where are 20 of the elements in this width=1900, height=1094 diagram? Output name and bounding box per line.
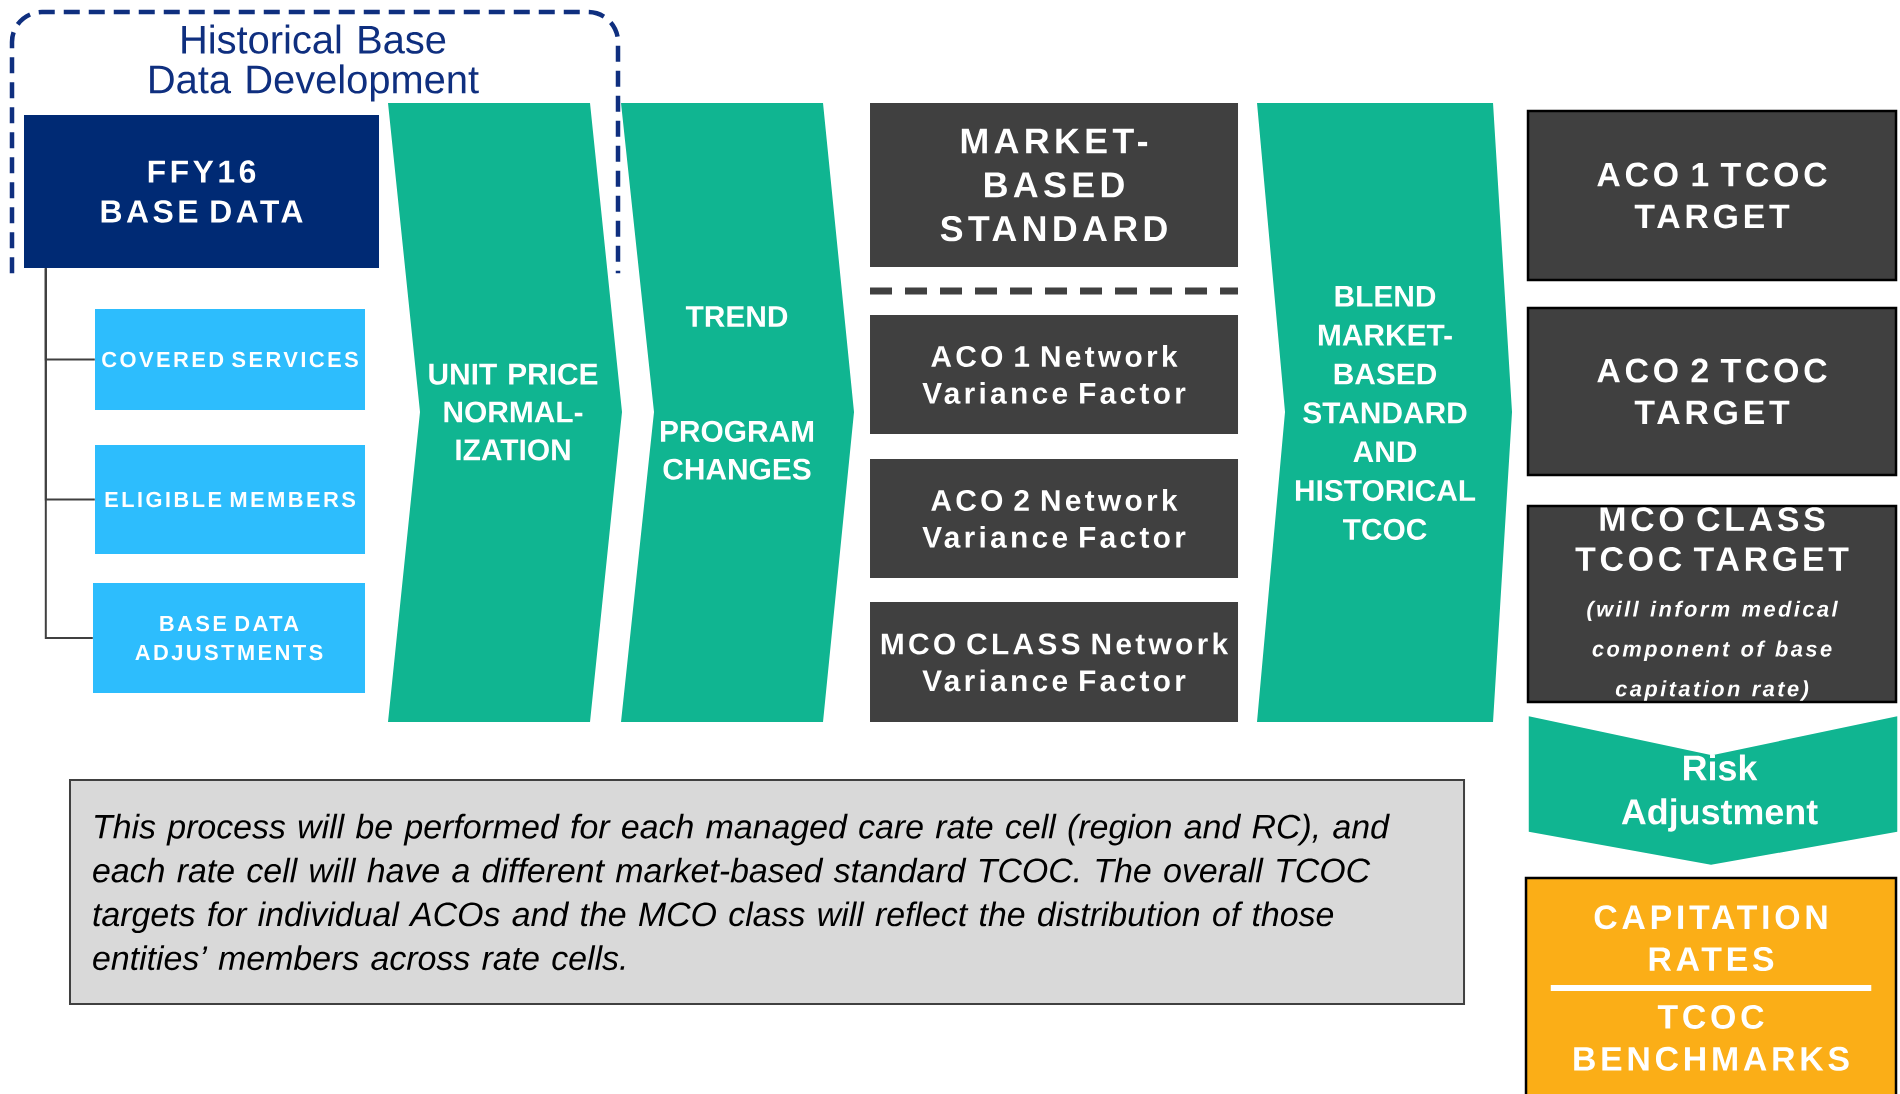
factor-box: ACO 1 Network Variance Factor [870, 315, 1238, 434]
category-box: ELIGIBLE MEMBERS [95, 445, 365, 554]
factor-box: ACO 2 Network Variance Factor [870, 459, 1238, 578]
chevron-arrow [1528, 716, 1898, 865]
factor-box: MCO CLASS Network Variance Factor [870, 602, 1238, 722]
edge-label: Risk Adjustment [1621, 754, 1818, 832]
result-box: CAPITATION RATES TCOC BENCHMARKS [1524, 876, 1898, 1094]
group-heading: Historical Base Data Development [150, 24, 479, 102]
target-box: MCO CLASS TCOC TARGET (will inform medical component of base capitation rate) [1526, 504, 1898, 704]
chevron-step: UNIT PRICE NORMAL-IZATION [388, 103, 622, 722]
note-box: This process will be performed for each managed care rate cell (region and RC), and each rate cell will have a different market-based standard TCOC. The overall TCOC targets for individual ACOs and the MCO class will reflect the distribution of those entities’ members across rate cells. [69, 779, 1466, 1005]
category-box: COVERED SERVICES [95, 309, 365, 410]
connector-line [44, 267, 94, 639]
target-box: ACO 2 TCOC TARGET [1526, 306, 1898, 477]
data-box: FFY16 BASE DATA [24, 115, 379, 268]
chevron-step: TREND PROGRAM CHANGES [621, 103, 854, 722]
category-box: BASE DATA ADJUSTMENTS [93, 583, 365, 693]
target-box: ACO 1 TCOC TARGET [1526, 109, 1898, 282]
factor-box: MARKET-BASED STANDARD [870, 103, 1238, 267]
chevron-step: BLEND MARKET-BASED STANDARD AND HISTORICAL TCOC [1257, 103, 1512, 722]
